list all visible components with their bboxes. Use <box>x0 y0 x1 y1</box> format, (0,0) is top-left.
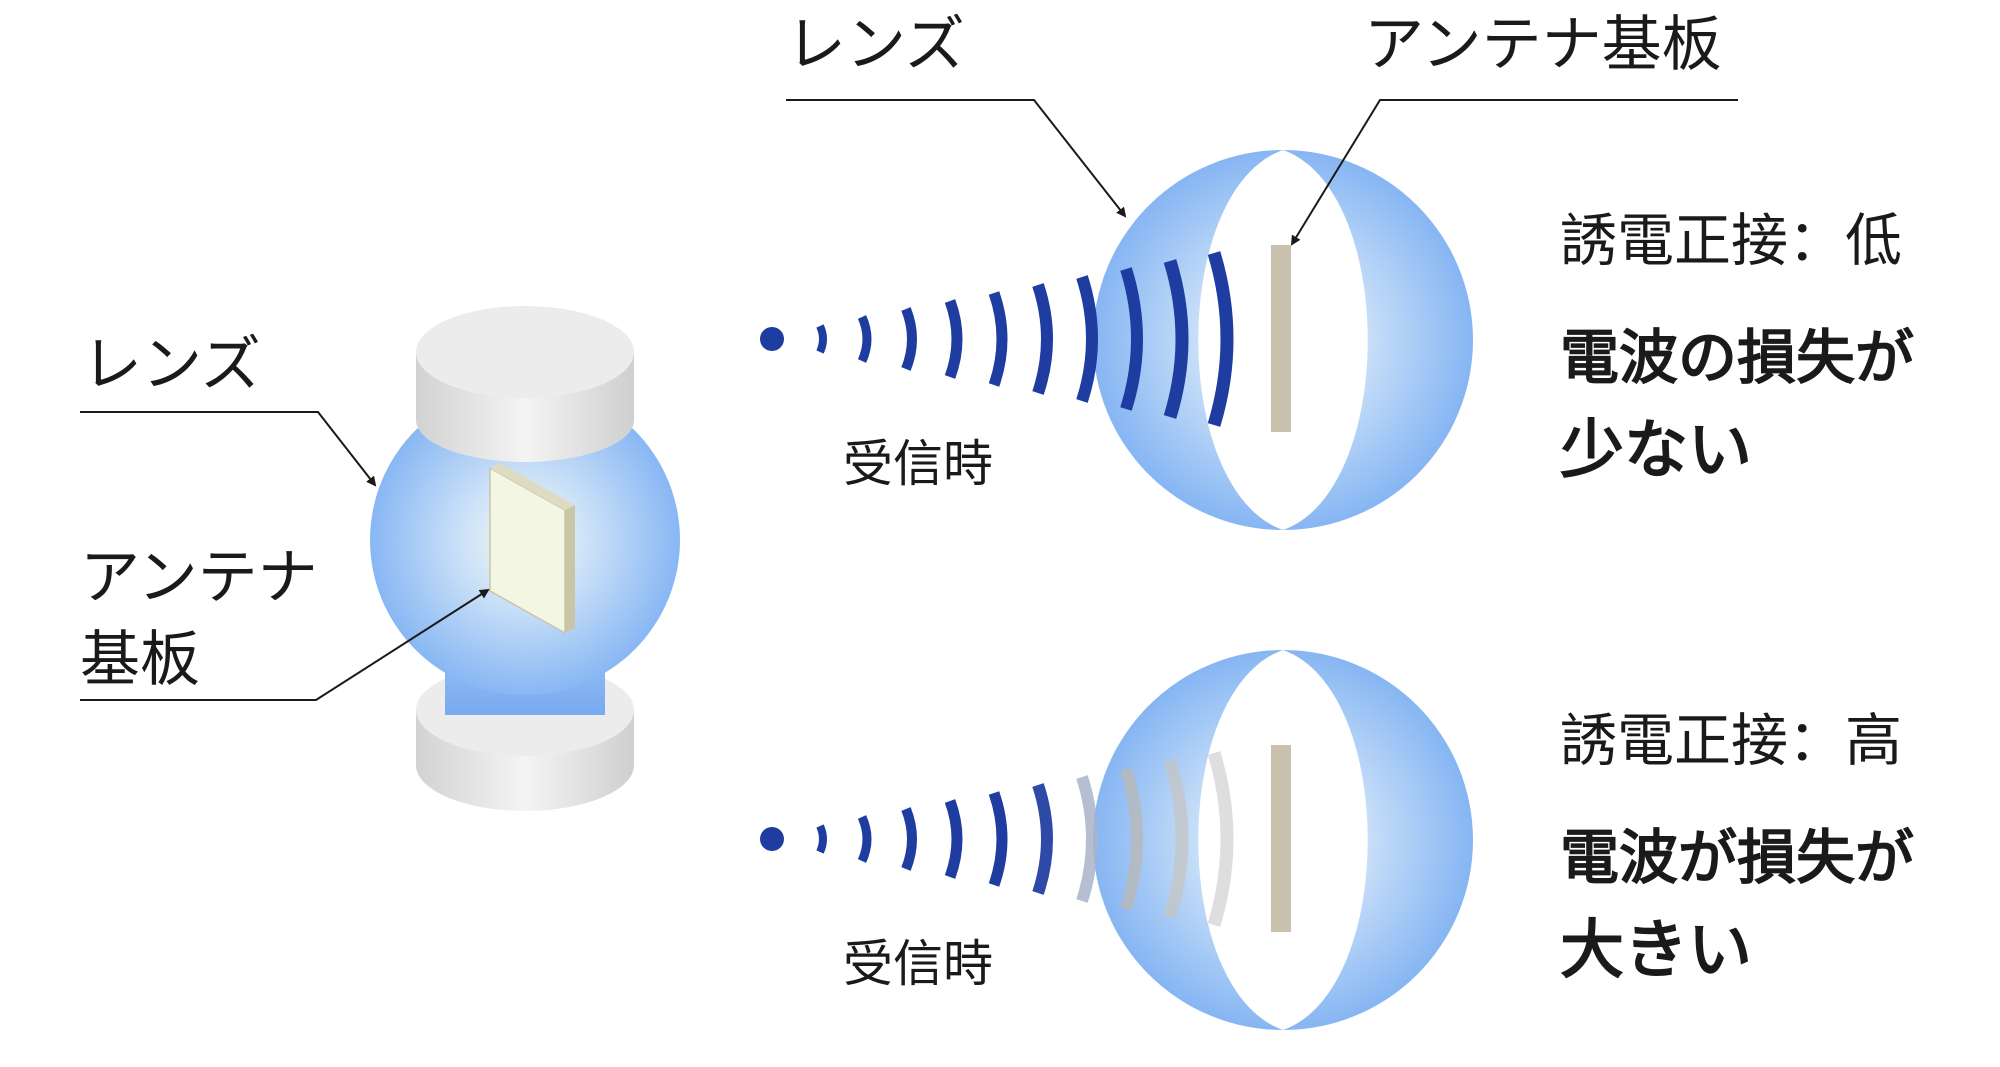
radio-waves-bottom <box>760 751 1234 927</box>
label-lens-top: レンズ <box>786 10 965 80</box>
wave-arc <box>1163 259 1189 419</box>
label-result-low-1: 電波の損失が <box>1560 323 1914 392</box>
label-receive-bottom: 受信時 <box>843 935 993 993</box>
wave-arc <box>816 324 827 354</box>
label-antenna-left-2: 基板 <box>80 625 200 695</box>
leader-lens-left <box>80 411 377 487</box>
wave-arc <box>816 824 827 854</box>
wave-arc <box>1032 783 1053 895</box>
label-result-low-2: 少ない <box>1560 414 1752 488</box>
antenna-substrate-bottom <box>1271 745 1291 932</box>
wave-source-dot-top <box>760 327 784 351</box>
wave-arc-faded <box>1120 767 1143 911</box>
antenna-substrate-top <box>1271 245 1291 432</box>
wave-arc <box>944 799 963 879</box>
wave-arc <box>1120 267 1143 411</box>
wave-arc <box>1032 283 1053 395</box>
wave-arc <box>1207 251 1234 427</box>
wave-arc <box>944 299 963 379</box>
wave-arc <box>857 815 872 863</box>
wave-arc-faded <box>1076 775 1098 903</box>
label-dielectric-low: 誘電正接：低 <box>1560 208 1902 274</box>
wave-arc-faded <box>1163 759 1189 919</box>
wave-arc <box>901 307 917 371</box>
leader-antenna-left <box>80 588 490 701</box>
wave-arc-faded <box>1207 751 1234 927</box>
wave-arc <box>1076 275 1098 403</box>
label-lens-left: レンズ <box>82 330 261 400</box>
leader-antenna-top <box>1290 99 1738 246</box>
label-result-high-1: 電波が損失が <box>1560 823 1914 892</box>
label-antenna-top: アンテナ基板 <box>1364 10 1722 80</box>
antenna-substrate-plate <box>489 463 575 635</box>
wave-source-dot-bottom <box>760 827 784 851</box>
radio-waves-top <box>760 251 1234 427</box>
leader-lens-top <box>786 99 1127 218</box>
label-receive-top: 受信時 <box>843 435 993 493</box>
lens-cross-section-top <box>1093 150 1473 530</box>
lens-assembly <box>370 306 680 811</box>
label-antenna-left-1: アンテナ <box>80 543 318 613</box>
lens-cross-section-bottom <box>1093 650 1473 1030</box>
wave-arc <box>901 807 917 871</box>
wave-arc <box>988 291 1008 387</box>
wave-arc <box>857 315 872 363</box>
wave-arc <box>988 791 1008 887</box>
label-dielectric-high: 誘電正接：高 <box>1560 708 1902 774</box>
label-result-high-2: 大きい <box>1560 914 1752 988</box>
top-cap <box>416 306 634 462</box>
